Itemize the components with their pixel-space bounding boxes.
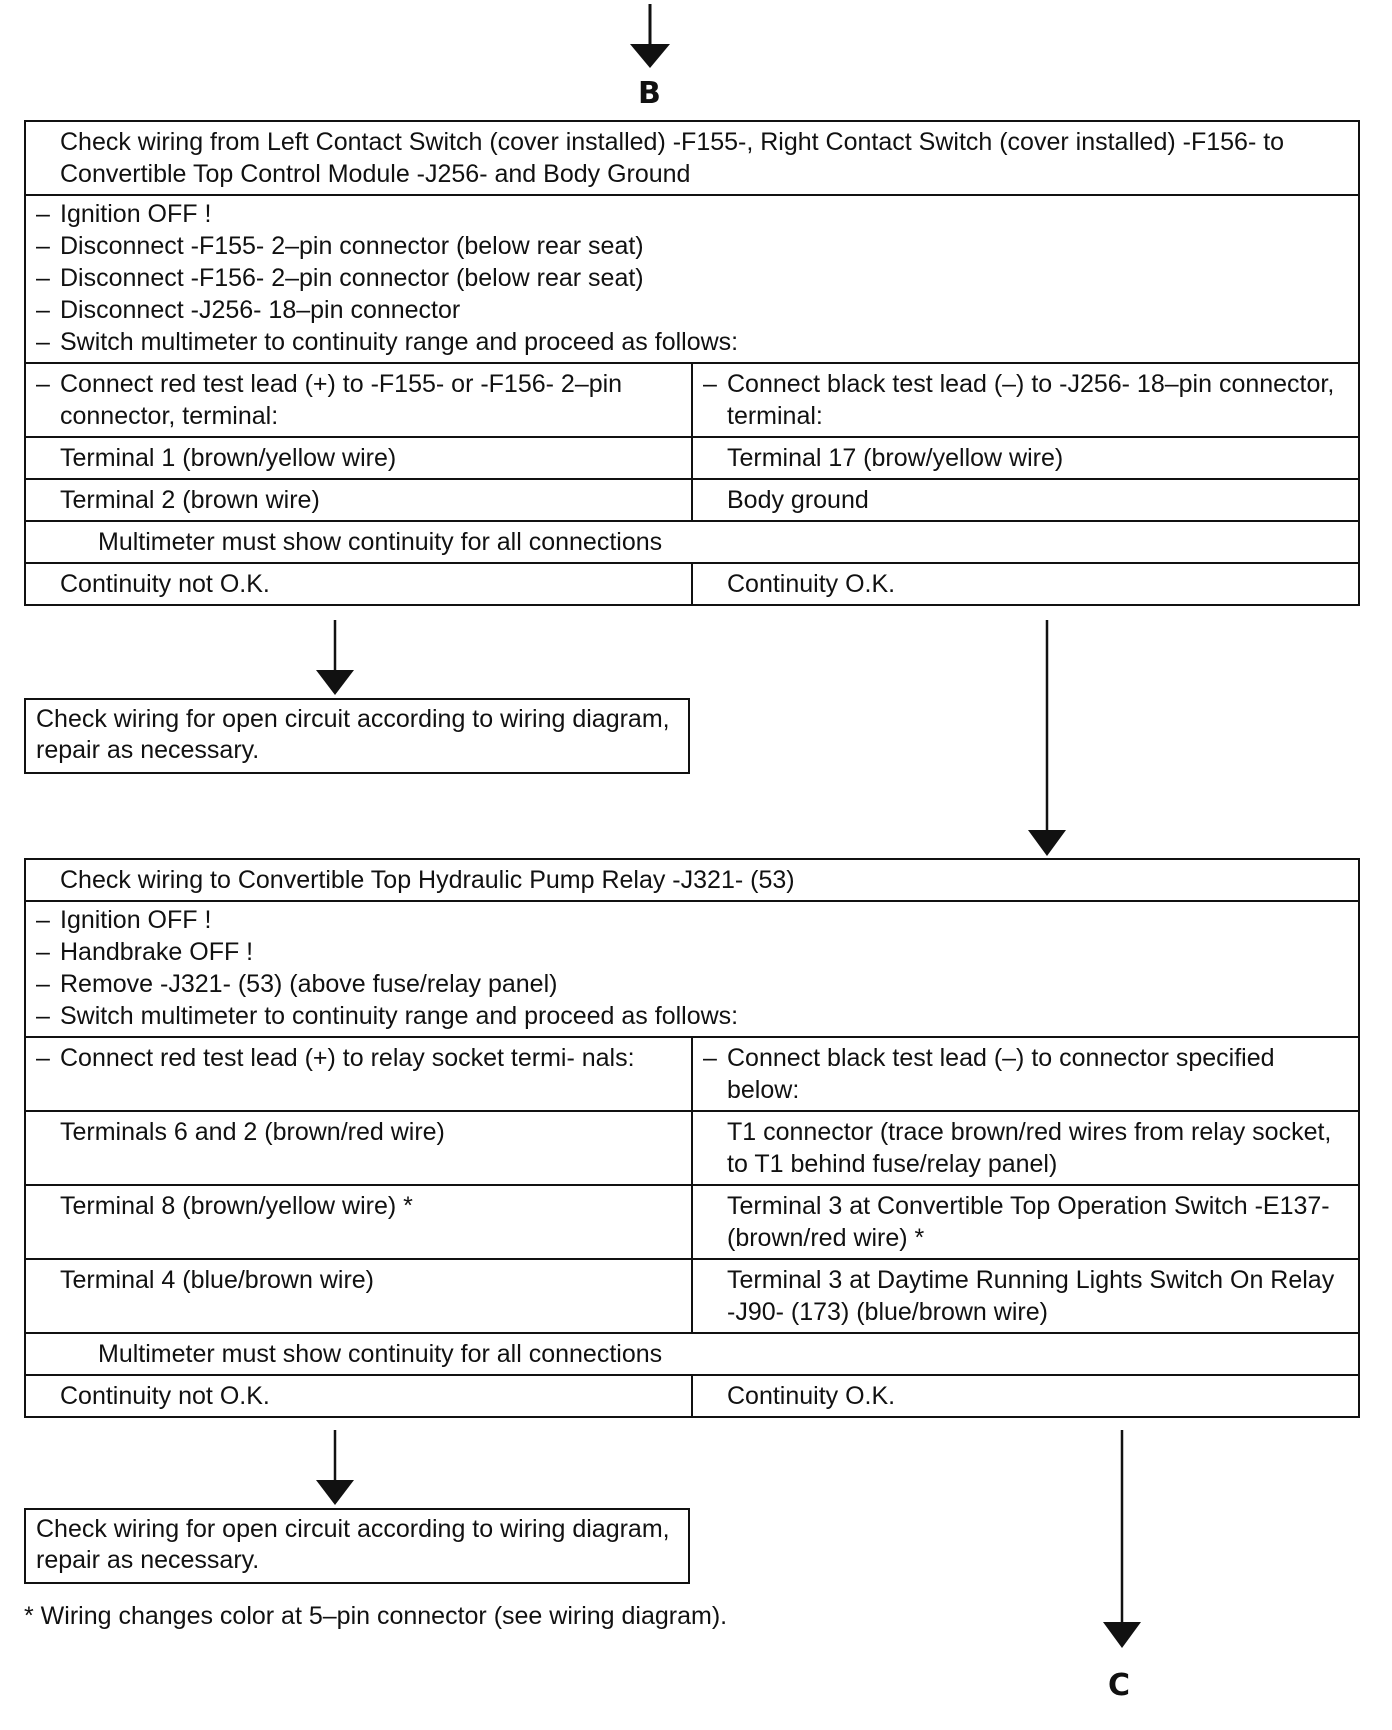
step-item: –Handbrake OFF ! bbox=[36, 938, 254, 966]
red-lead-instruction: –Connect red test lead (+) to -F155- or … bbox=[26, 364, 693, 436]
arrow-s2-ok bbox=[1103, 1430, 1141, 1648]
step-item: –Ignition OFF ! bbox=[36, 200, 212, 228]
terminal-red: Terminals 6 and 2 (brown/red wire) bbox=[26, 1112, 693, 1184]
section1-lead-headers: –Connect red test lead (+) to -F155- or … bbox=[26, 364, 1358, 438]
table-row: Terminal 4 (blue/brown wire) Terminal 3 … bbox=[26, 1260, 1358, 1334]
arrow-top bbox=[630, 4, 670, 68]
table-row: Terminal 8 (brown/yellow wire) * Termina… bbox=[26, 1186, 1358, 1260]
check-box-contact-switches: Check wiring from Left Contact Switch (c… bbox=[24, 120, 1360, 606]
terminal-red: Terminal 4 (blue/brown wire) bbox=[26, 1260, 693, 1332]
arrow-s1-ok bbox=[1028, 620, 1066, 856]
step-item: –Switch multimeter to continuity range a… bbox=[36, 328, 739, 356]
terminal-black: Terminal 17 (brow/yellow wire) bbox=[727, 444, 1064, 472]
section2-title: Check wiring to Convertible Top Hydrauli… bbox=[26, 860, 1358, 902]
table-row: Terminals 6 and 2 (brown/red wire) T1 co… bbox=[26, 1112, 1358, 1186]
table-row: Terminal 2 (brown wire) Body ground bbox=[26, 480, 1358, 522]
terminal-black: Terminal 3 at Daytime Running Lights Swi… bbox=[727, 1266, 1335, 1326]
terminal-red: Terminal 1 (brown/yellow wire) bbox=[26, 438, 693, 478]
section2-results: Continuity not O.K. Continuity O.K. bbox=[26, 1376, 1358, 1416]
arrow-s2-not-ok bbox=[316, 1430, 354, 1505]
connector-label-b: B bbox=[638, 76, 661, 111]
terminal-red: Terminal 2 (brown wire) bbox=[26, 480, 693, 520]
step-item: –Disconnect -F156- 2–pin connector (belo… bbox=[36, 264, 644, 292]
black-lead-instruction: –Connect black test lead (–) to -J256- 1… bbox=[703, 370, 1335, 430]
step-item: –Remove -J321- (53) (above fuse/relay pa… bbox=[36, 970, 558, 998]
result-not-ok: Continuity not O.K. bbox=[26, 1376, 693, 1416]
section2-lead-headers: –Connect red test lead (+) to relay sock… bbox=[26, 1038, 1358, 1112]
check-box-pump-relay: Check wiring to Convertible Top Hydrauli… bbox=[24, 858, 1360, 1418]
result-ok: Continuity O.K. bbox=[727, 1382, 896, 1410]
arrow-s1-not-ok bbox=[316, 620, 354, 695]
repair-box-2: Check wiring for open circuit according … bbox=[24, 1508, 690, 1584]
red-lead-instruction: –Connect red test lead (+) to relay sock… bbox=[26, 1038, 693, 1110]
section1-results: Continuity not O.K. Continuity O.K. bbox=[26, 564, 1358, 604]
result-not-ok: Continuity not O.K. bbox=[26, 564, 693, 604]
step-item: –Switch multimeter to continuity range a… bbox=[36, 1002, 739, 1030]
step-item: –Ignition OFF ! bbox=[36, 906, 212, 934]
black-lead-instruction: –Connect black test lead (–) to connecto… bbox=[703, 1044, 1275, 1104]
terminal-black: Terminal 3 at Convertible Top Operation … bbox=[727, 1192, 1330, 1252]
step-item: –Disconnect -J256- 18–pin connector bbox=[36, 296, 461, 324]
table-row: Terminal 1 (brown/yellow wire) Terminal … bbox=[26, 438, 1358, 480]
terminal-black: T1 connector (trace brown/red wires from… bbox=[727, 1118, 1332, 1178]
section1-title: Check wiring from Left Contact Switch (c… bbox=[26, 122, 1358, 196]
section1-steps: –Ignition OFF ! –Disconnect -F155- 2–pin… bbox=[26, 196, 1358, 364]
terminal-black: Body ground bbox=[727, 486, 869, 514]
section1-requirement: Multimeter must show continuity for all … bbox=[26, 522, 1358, 564]
step-item: –Disconnect -F155- 2–pin connector (belo… bbox=[36, 232, 644, 260]
connector-label-c: C bbox=[1108, 1668, 1131, 1703]
terminal-red: Terminal 8 (brown/yellow wire) * bbox=[26, 1186, 693, 1258]
section2-steps: –Ignition OFF ! –Handbrake OFF ! –Remove… bbox=[26, 902, 1358, 1038]
footnote: * Wiring changes color at 5–pin connecto… bbox=[24, 1602, 728, 1630]
result-ok: Continuity O.K. bbox=[727, 570, 896, 598]
section2-requirement: Multimeter must show continuity for all … bbox=[26, 1334, 1358, 1376]
repair-box-1: Check wiring for open circuit according … bbox=[24, 698, 690, 774]
